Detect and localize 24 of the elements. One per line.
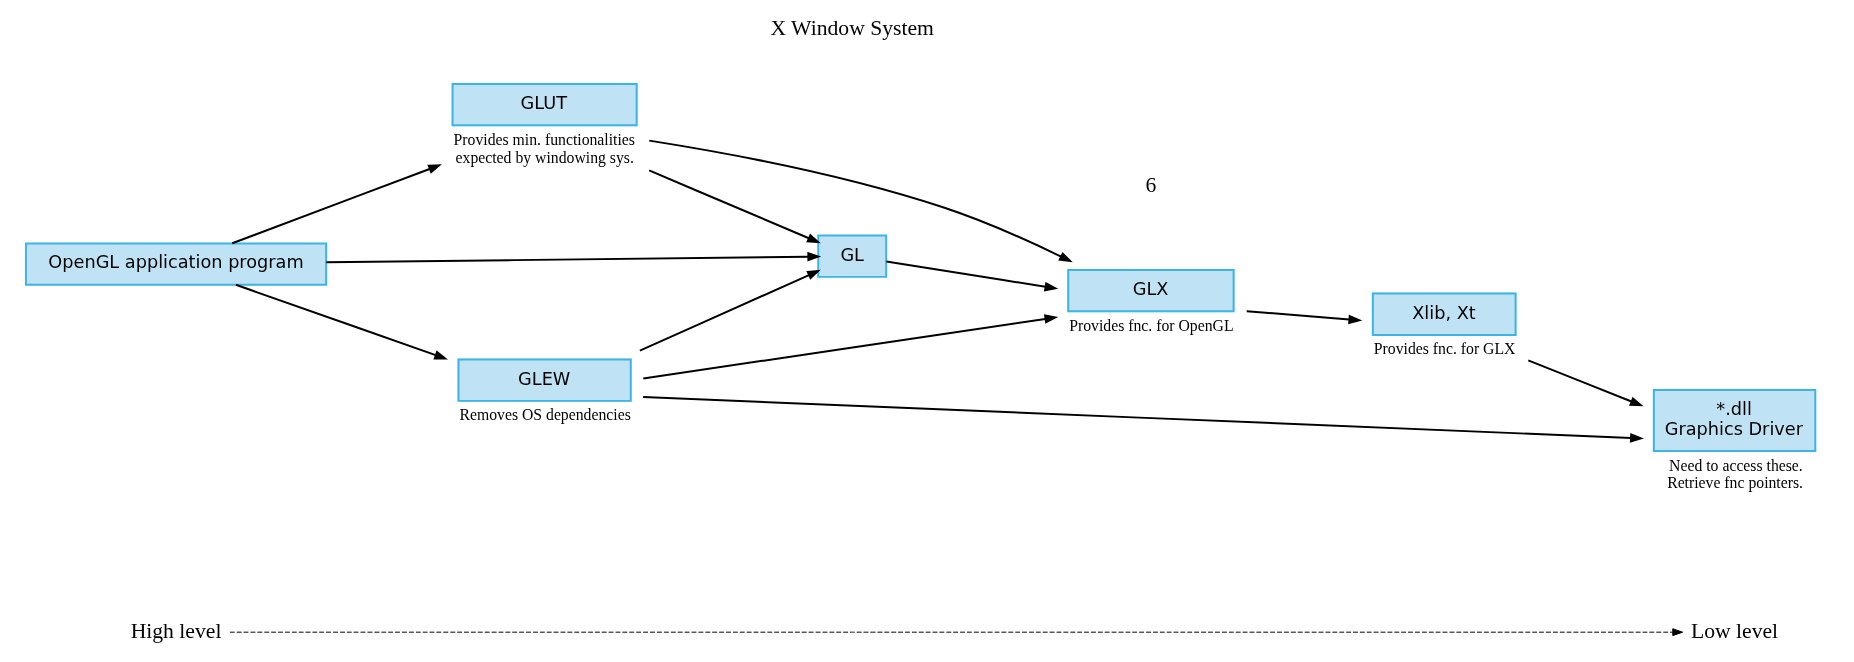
arrow: [229, 628, 1684, 637]
arrow: [638, 269, 821, 352]
arrow: [648, 139, 1073, 263]
node-label: Provides fnc. for GLX: [1373, 340, 1516, 358]
label: 6: [1145, 172, 1157, 197]
arrow: [648, 169, 821, 244]
node-label: Retrieve fnc pointers.: [1667, 474, 1804, 492]
node-label: Provides fnc. for OpenGL: [1069, 316, 1234, 334]
node-label: Provides min. functionalities expected by windowing sys.: [453, 130, 635, 166]
arrow: [885, 260, 1059, 292]
arrow: [325, 251, 822, 264]
node-text: High level: [130, 618, 222, 643]
node-label: Removes OS dependencies: [459, 406, 631, 424]
arrow: [1245, 310, 1363, 325]
arrow: [231, 164, 442, 245]
arrow: [234, 283, 448, 360]
arrow: [642, 314, 1059, 380]
arrow: [1527, 359, 1644, 407]
node-box: GL: [817, 234, 888, 278]
node-text: Low level: [1690, 618, 1779, 643]
arrow: [642, 396, 1644, 443]
label: X Window System: [770, 16, 934, 41]
node-label: Need to access these.: [1669, 456, 1803, 474]
node-box: OpenGL application program: [24, 242, 328, 286]
